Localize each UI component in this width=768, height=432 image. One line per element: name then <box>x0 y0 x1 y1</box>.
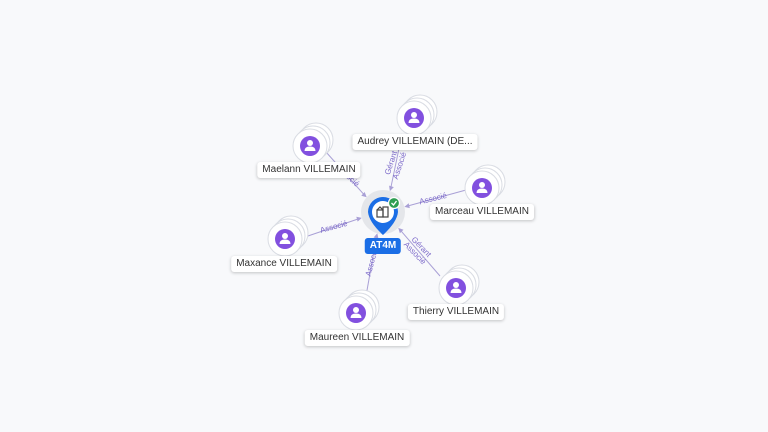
edge-arrow-thierry <box>398 227 404 234</box>
node-label-maxance[interactable]: Maxance VILLEMAIN <box>231 256 337 272</box>
person-node-thierry[interactable] <box>438 264 480 306</box>
edge-arrow-maxance <box>356 216 362 222</box>
building-icon <box>376 206 389 218</box>
person-icon <box>279 233 291 244</box>
person-icon <box>476 182 488 193</box>
edge-arrow-maureen <box>373 233 379 239</box>
node-label-audrey[interactable]: Audrey VILLEMAIN (DE... <box>352 134 478 150</box>
center-node-label[interactable]: AT4M <box>364 238 402 254</box>
person-node-maureen[interactable] <box>338 289 380 331</box>
edge-arrow-marceau <box>404 203 410 209</box>
person-icon <box>350 307 362 318</box>
person-node-maxance[interactable] <box>267 215 309 257</box>
node-label-marceau[interactable]: Marceau VILLEMAIN <box>430 204 534 220</box>
edge-arrow-audrey <box>389 185 394 192</box>
edge-arrow-maelann <box>361 192 367 198</box>
person-icon <box>450 282 462 293</box>
edge-thierry <box>399 228 441 277</box>
node-label-maureen[interactable]: Maureen VILLEMAIN <box>304 330 410 346</box>
check-icon <box>387 196 401 210</box>
person-node-marceau[interactable] <box>464 164 506 206</box>
edge-label-maxance-0: Associé <box>319 219 349 235</box>
person-node-audrey[interactable] <box>396 94 438 136</box>
node-label-maelann[interactable]: Maelann VILLEMAIN <box>257 162 361 178</box>
center-node[interactable] <box>361 190 405 235</box>
person-node-maelann[interactable] <box>292 122 334 164</box>
person-icon <box>408 112 420 123</box>
person-icon <box>304 140 316 151</box>
edge-marceau <box>406 189 467 207</box>
nodes-layer <box>267 94 506 331</box>
node-label-thierry[interactable]: Thierry VILLEMAIN <box>407 304 505 320</box>
edge-maxance <box>301 217 361 239</box>
